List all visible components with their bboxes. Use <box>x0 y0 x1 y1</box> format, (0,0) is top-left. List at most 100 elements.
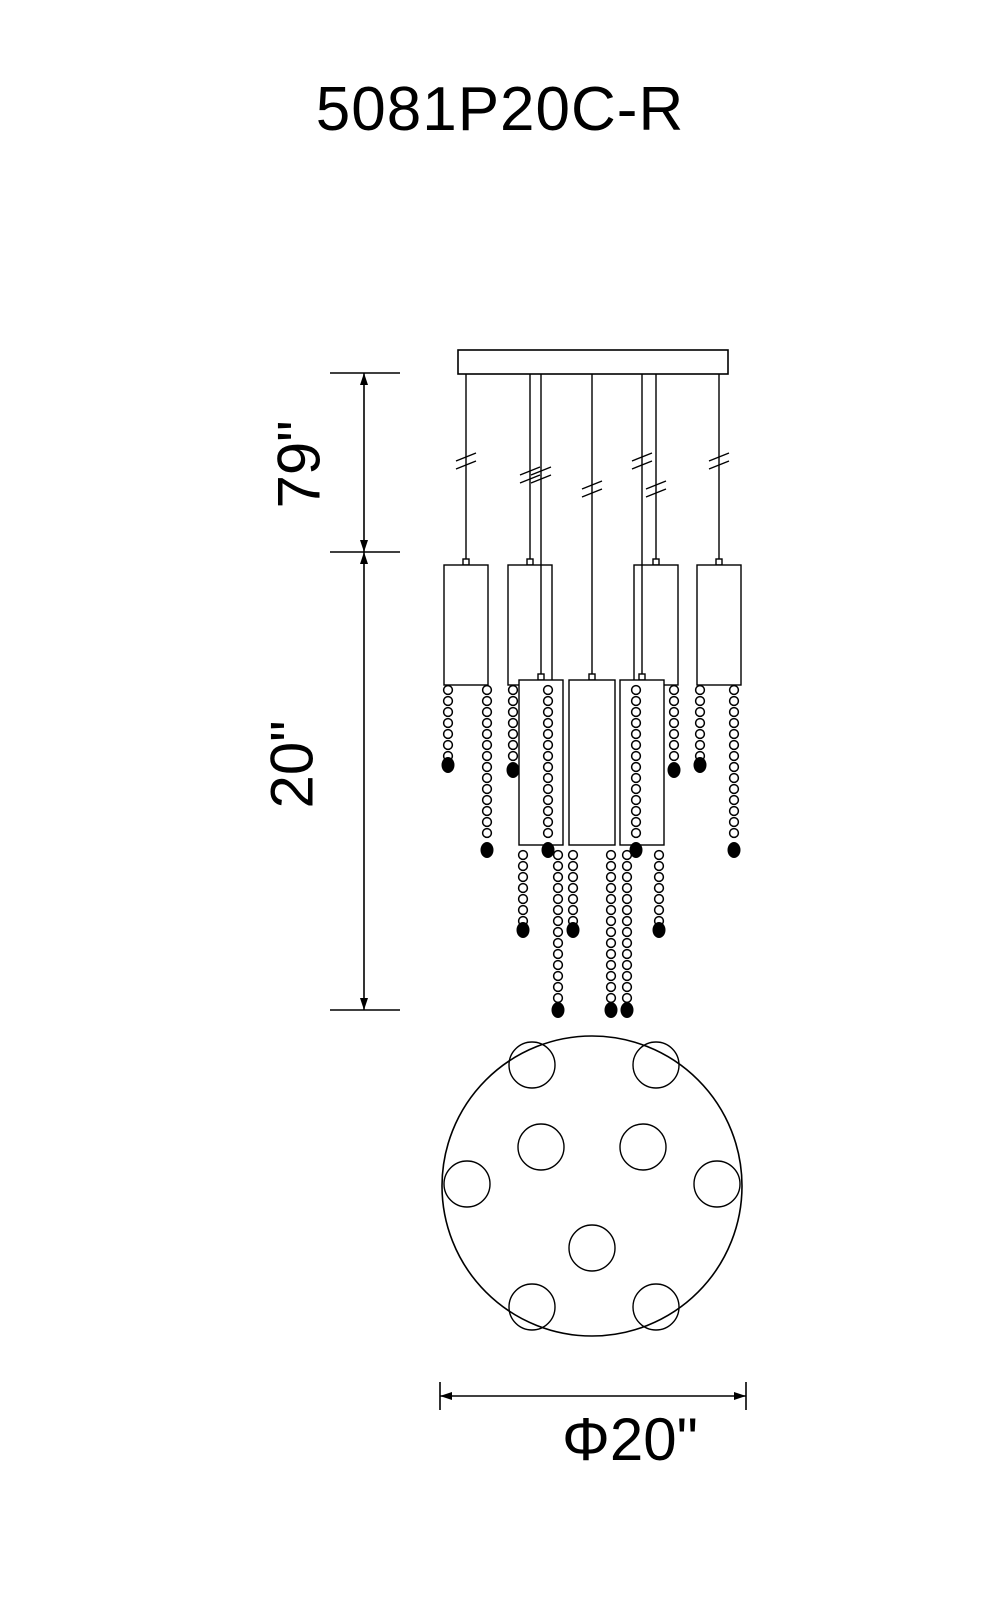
light-socket <box>508 1041 556 1089</box>
crystal-bead <box>728 816 740 828</box>
crystal-bead <box>552 849 564 861</box>
crystal-bead <box>552 948 564 960</box>
crystal-drop <box>604 1002 618 1018</box>
crystal-bead <box>542 805 554 817</box>
crystal-bead <box>552 860 564 872</box>
crystal-bead <box>630 706 642 718</box>
pendant-shade <box>568 679 616 846</box>
crystal-bead <box>630 816 642 828</box>
pendant-shade <box>633 564 679 686</box>
arrow-down-mid <box>360 540 368 552</box>
crystal-bead <box>694 695 706 707</box>
crystal-bead <box>605 926 617 938</box>
crystal-bead <box>605 959 617 971</box>
light-socket <box>517 1123 565 1171</box>
crystal-bead <box>567 882 579 894</box>
pendant-shade <box>443 564 489 686</box>
crystal-bead <box>621 926 633 938</box>
crystal-bead <box>481 816 493 828</box>
crystal-bead <box>442 695 454 707</box>
crystal-bead <box>552 904 564 916</box>
crystal-bead <box>567 849 579 861</box>
crystal-bead <box>567 904 579 916</box>
crystal-bead <box>621 904 633 916</box>
cable-break-mark <box>519 466 541 484</box>
light-socket <box>693 1160 741 1208</box>
crystal-bead <box>481 739 493 751</box>
crystal-bead <box>542 684 554 696</box>
crystal-bead <box>481 772 493 784</box>
crystal-bead <box>542 695 554 707</box>
crystal-bead <box>668 706 680 718</box>
crystal-bead <box>605 893 617 905</box>
pendant-shade <box>507 564 553 686</box>
crystal-bead <box>542 750 554 762</box>
crystal-bead <box>567 860 579 872</box>
crystal-bead <box>481 805 493 817</box>
crystal-bead <box>552 937 564 949</box>
crystal-bead <box>694 728 706 740</box>
crystal-bead <box>552 959 564 971</box>
pendant-shade <box>696 564 742 686</box>
crystal-bead <box>517 860 529 872</box>
crystal-drop <box>629 842 643 858</box>
cable-grip <box>588 673 596 681</box>
crystal-bead <box>630 739 642 751</box>
crystal-bead <box>507 750 519 762</box>
crystal-bead <box>694 717 706 729</box>
crystal-bead <box>481 728 493 740</box>
crystal-bead <box>481 695 493 707</box>
crystal-bead <box>630 827 642 839</box>
crystal-bead <box>542 816 554 828</box>
crystal-bead <box>552 882 564 894</box>
light-socket <box>632 1283 680 1331</box>
crystal-bead <box>605 860 617 872</box>
crystal-bead <box>630 783 642 795</box>
cable-break-mark <box>631 452 653 470</box>
crystal-drop <box>506 762 520 778</box>
fixture-height-label: 20" <box>258 720 326 809</box>
crystal-bead <box>605 981 617 993</box>
crystal-drop <box>667 762 681 778</box>
cable-grip <box>715 558 723 566</box>
cable-break-mark <box>530 466 552 484</box>
crystal-bead <box>728 695 740 707</box>
crystal-bead <box>621 937 633 949</box>
crystal-bead <box>542 761 554 773</box>
crystal-bead <box>605 915 617 927</box>
crystal-bead <box>442 728 454 740</box>
arrow-up-top <box>360 373 368 385</box>
crystal-bead <box>605 904 617 916</box>
crystal-bead <box>653 893 665 905</box>
crystal-bead <box>605 970 617 982</box>
crystal-bead <box>728 728 740 740</box>
cable-break-mark <box>581 480 603 498</box>
crystal-bead <box>694 684 706 696</box>
model-number-title: 5081P20C-R <box>315 75 685 144</box>
cable-break-mark <box>645 480 667 498</box>
crystal-bead <box>542 827 554 839</box>
cable-grip <box>526 558 534 566</box>
crystal-bead <box>481 761 493 773</box>
crystal-bead <box>630 695 642 707</box>
crystal-bead <box>552 893 564 905</box>
pendant-shade <box>619 679 665 846</box>
crystal-bead <box>630 794 642 806</box>
crystal-bead <box>621 959 633 971</box>
cable-break-mark <box>708 452 730 470</box>
crystal-drop <box>566 922 580 938</box>
crystal-bead <box>668 684 680 696</box>
arrow-up-mid <box>360 552 368 564</box>
crystal-bead <box>481 750 493 762</box>
crystal-bead <box>542 717 554 729</box>
crystal-bead <box>605 882 617 894</box>
crystal-bead <box>630 750 642 762</box>
cable-break-mark <box>455 452 477 470</box>
crystal-bead <box>552 871 564 883</box>
crystal-bead <box>507 695 519 707</box>
crystal-bead <box>442 739 454 751</box>
crystal-bead <box>507 739 519 751</box>
crystal-bead <box>694 706 706 718</box>
crystal-bead <box>605 849 617 861</box>
